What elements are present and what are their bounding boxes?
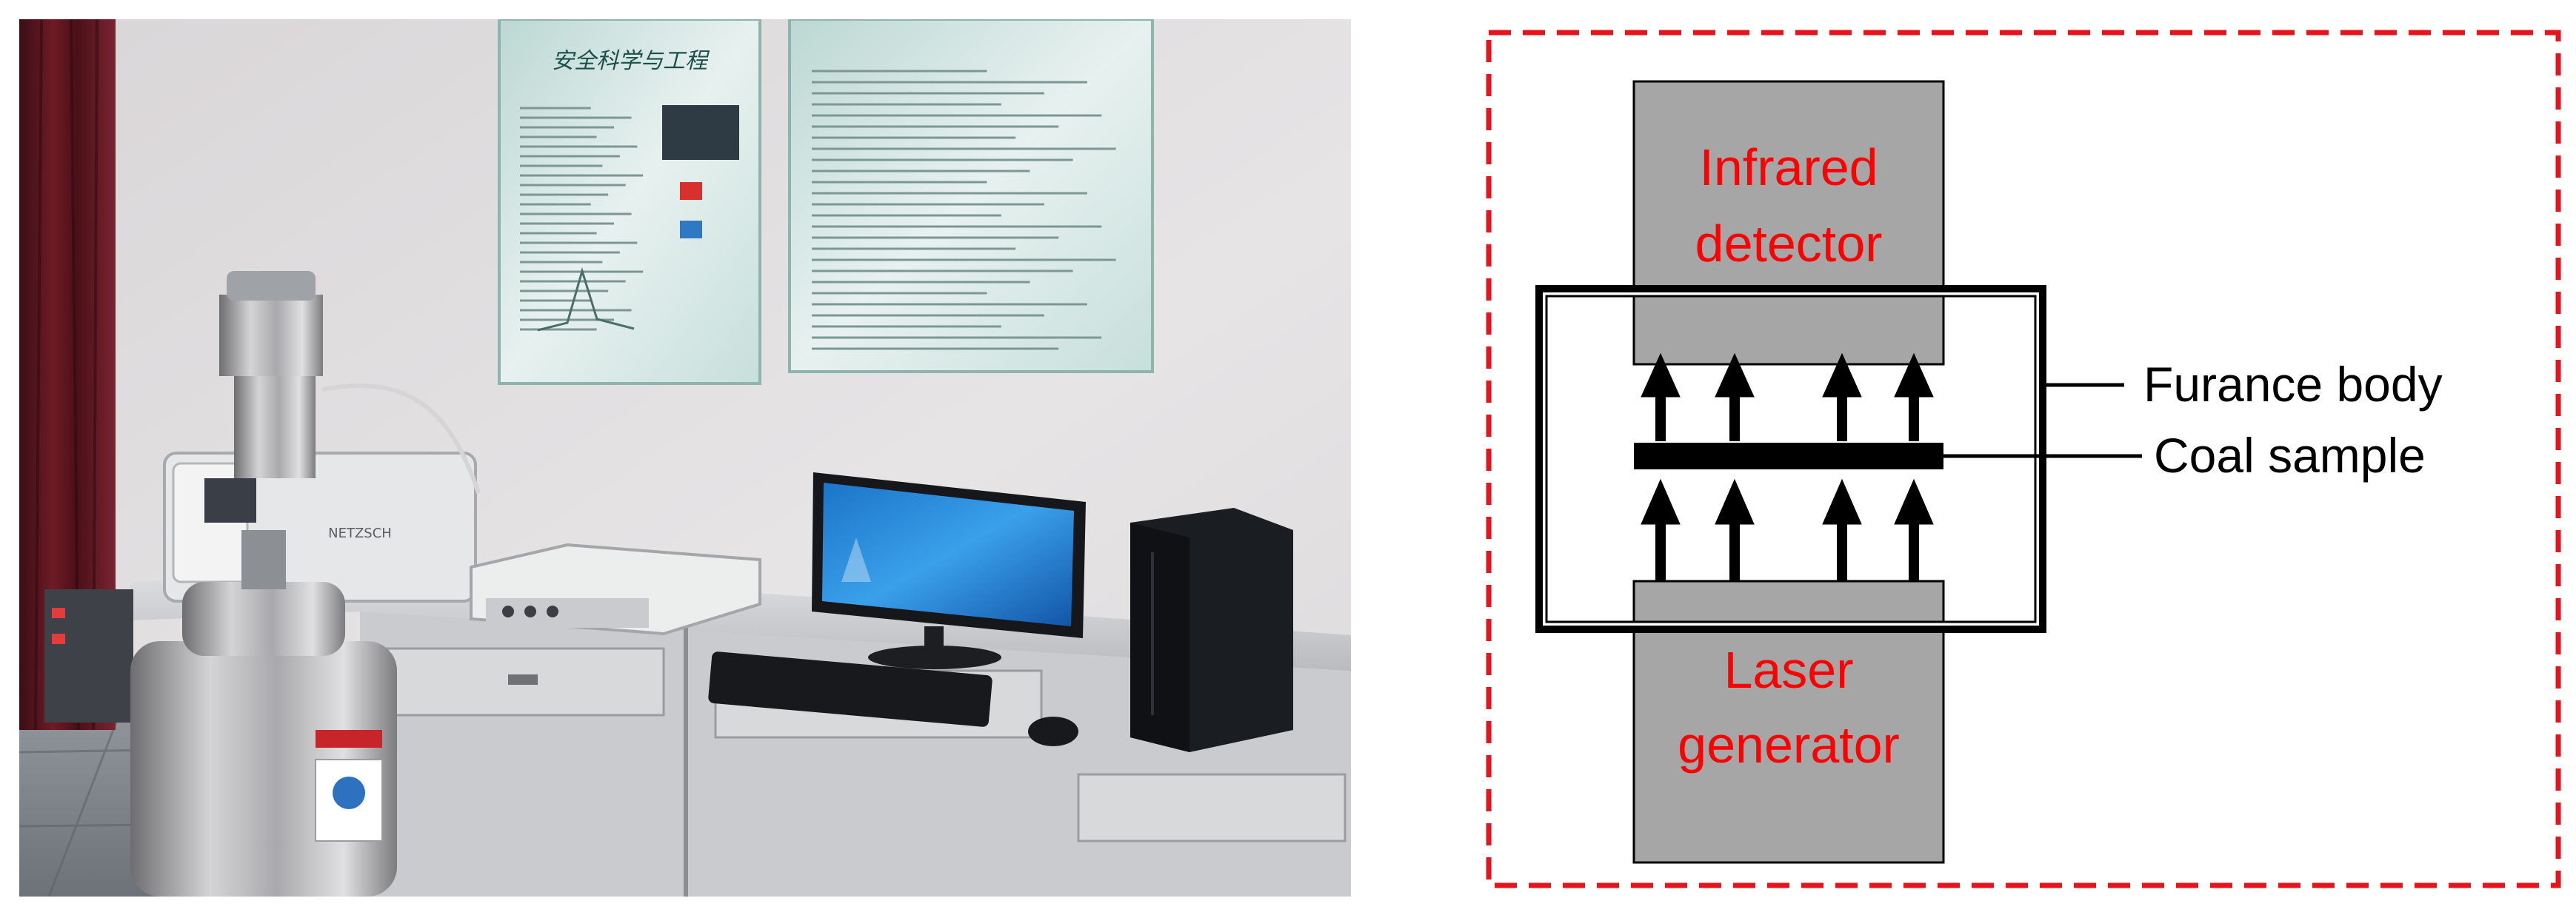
furnace-body-label: Furance body — [2143, 357, 2443, 412]
nitrogen-dewar — [130, 530, 397, 897]
poster-left-title: 安全科学与工程 — [552, 48, 710, 74]
lab-scene: 安全科学与工程 — [19, 19, 1351, 897]
computer-monitor — [812, 472, 1086, 669]
lab-photo: 安全科学与工程 — [19, 19, 1351, 897]
generator-label-line2: generator — [1678, 716, 1900, 774]
keyboard — [708, 651, 992, 727]
schematic-panel: Infrared detector Laser generator — [1486, 30, 2561, 888]
poster-right — [788, 19, 1154, 373]
laser-pulse-arrows-lower — [1641, 478, 1934, 581]
coal-sample-label: Coal sample — [2154, 428, 2426, 483]
detector-label-line2: detector — [1695, 215, 1883, 272]
dashed-border — [1486, 30, 2561, 888]
coal-sample — [1634, 443, 1943, 469]
detector-label-line1: Infrared — [1699, 138, 1878, 196]
mouse — [1028, 717, 1078, 746]
generator-label-line1: Laser — [1724, 641, 1853, 699]
instrument-label: NETZSCH — [328, 526, 392, 541]
heat-flux-arrows-upper — [1641, 352, 1934, 441]
control-unit — [470, 543, 761, 636]
poster-left: 安全科学与工程 — [498, 19, 761, 385]
apparatus-schematic: Infrared detector Laser generator — [1486, 30, 2561, 888]
pc-tower — [1130, 508, 1293, 752]
